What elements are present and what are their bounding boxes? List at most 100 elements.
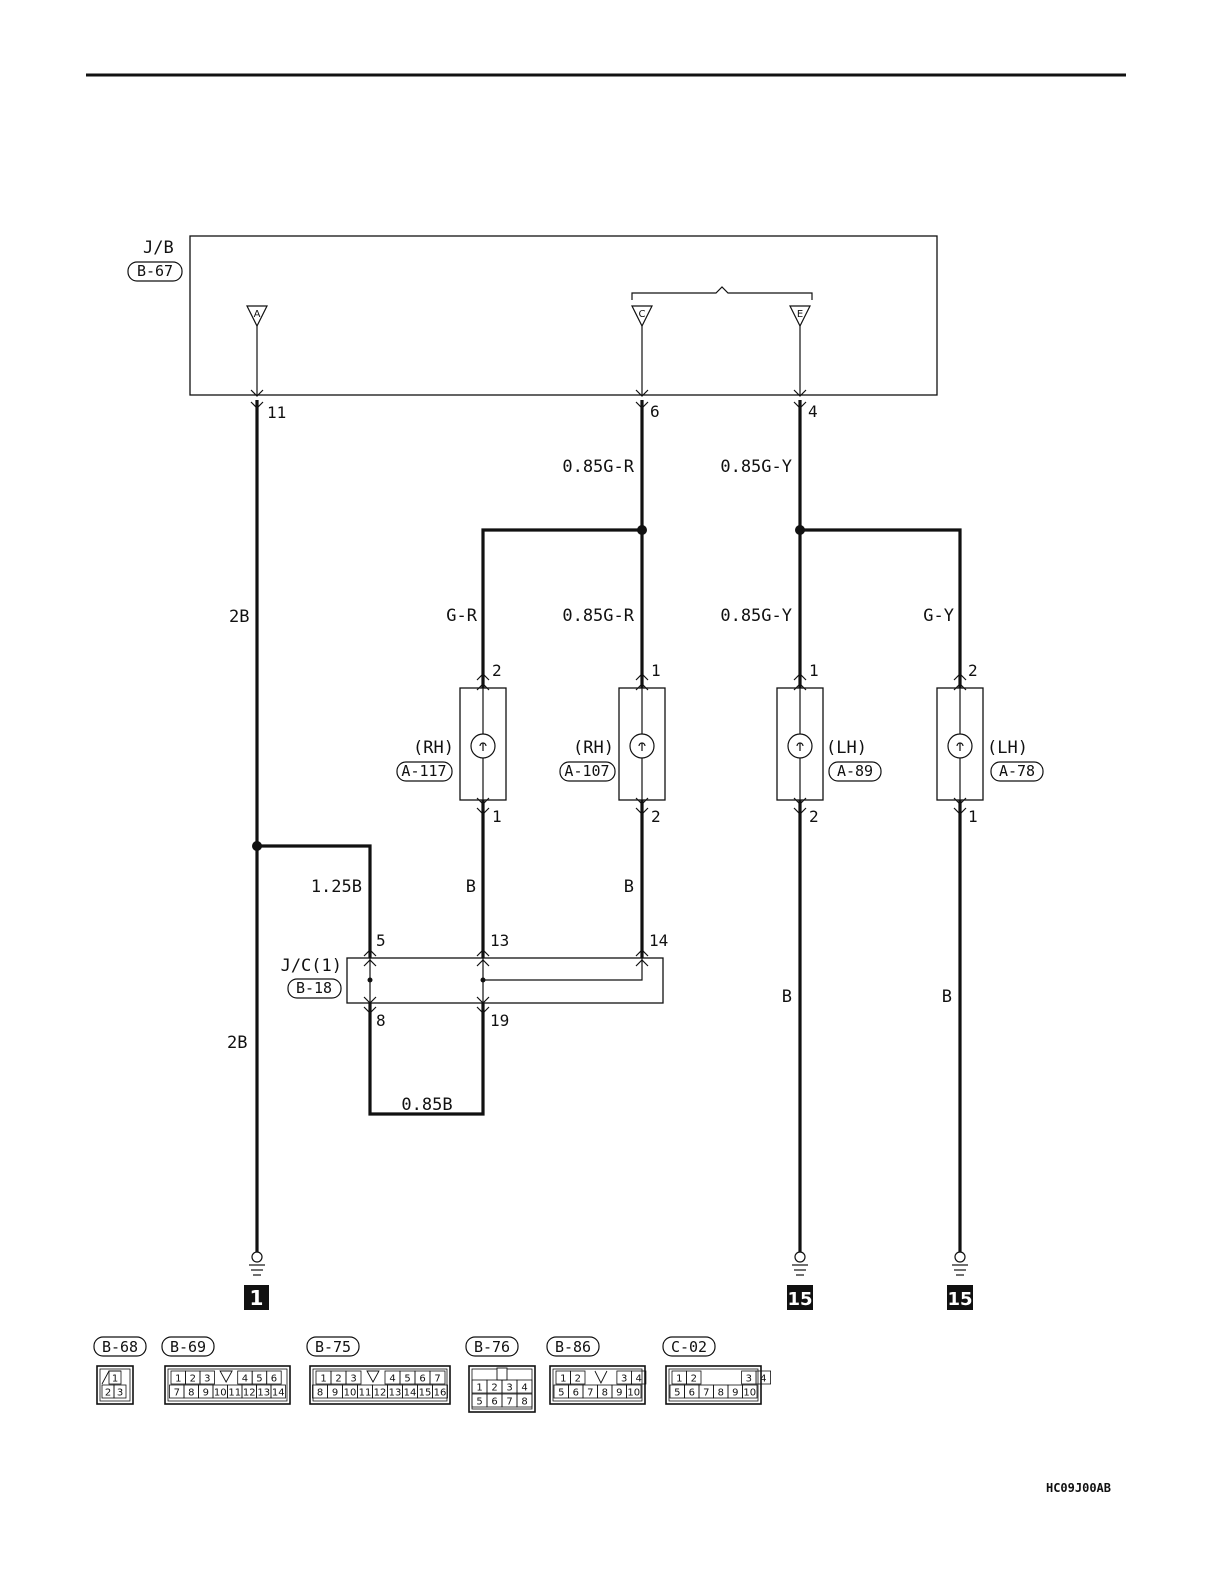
legend-pin: 2	[491, 1383, 497, 1394]
splice-gr	[637, 525, 647, 535]
wire-label-2b-upper: 2B	[229, 607, 249, 627]
legend-pin: 4	[521, 1383, 527, 1394]
joint-connector-outline	[346, 957, 664, 1004]
wire-label-gy-branch: G-Y	[923, 606, 954, 626]
jb-pin-4: 4	[808, 402, 818, 421]
legend-pin: 12	[243, 1388, 256, 1399]
legend-pin: 9	[332, 1388, 338, 1399]
legend-code: B-76	[474, 1338, 510, 1356]
ground-15-b-badge	[947, 1285, 973, 1310]
ground-15-a-number: 15	[787, 1289, 812, 1310]
legend-pin: 8	[188, 1388, 194, 1399]
wire-label-0-85b: 0.85B	[401, 1095, 452, 1115]
junction-block-connector-badge	[127, 261, 183, 282]
legend-pin: 1	[320, 1374, 326, 1385]
wire-g-r	[481, 528, 642, 688]
legend-pin: 5	[476, 1397, 482, 1408]
lamp-a89-pin-top: 1	[809, 661, 819, 680]
lamp-a78-connector: A-78	[999, 762, 1035, 780]
lamp-a117-pin-top: 2	[492, 661, 502, 680]
lamp-a78-pin-top: 2	[968, 661, 978, 680]
legend-pin: 13	[257, 1388, 270, 1399]
jb-pin-11: 11	[267, 403, 286, 422]
terminal-e: E	[789, 305, 811, 328]
wires	[252, 400, 962, 1252]
lamp-a107-pin-top: 1	[651, 661, 661, 680]
legend-pin: 1	[676, 1374, 682, 1385]
legend-pin: 10	[743, 1388, 756, 1399]
wire-label-1-25b: 1.25B	[311, 877, 362, 897]
legend-pin: 10	[214, 1388, 227, 1399]
legend-pin: 2	[190, 1374, 196, 1385]
lamp-a117-connector: A-117	[401, 762, 446, 780]
terminal-a-label: A	[254, 309, 261, 320]
joint-connector-name: J/C(1)	[281, 956, 342, 976]
legend-pin: 16	[434, 1388, 447, 1399]
wire-label-b-a107: B	[624, 877, 634, 897]
legend-pin: 14	[272, 1388, 285, 1399]
ground-15-b-number: 15	[947, 1289, 972, 1310]
legend-pin: 3	[350, 1374, 356, 1385]
legend-pin: 3	[117, 1388, 123, 1399]
legend-pin: 11	[359, 1388, 372, 1399]
wire-label-gr-mid: 0.85G-R	[562, 606, 634, 626]
legend-pin: 12	[374, 1388, 387, 1399]
legend-pin: 6	[271, 1374, 277, 1385]
jc-pin-8: 8	[376, 1011, 386, 1030]
legend-pin: 8	[317, 1388, 323, 1399]
legend-pin: 2	[691, 1374, 697, 1385]
ground-1: 1	[244, 1251, 269, 1310]
ground-1-number: 1	[250, 1286, 264, 1310]
legend-pin: 5	[558, 1388, 564, 1399]
lamp-a78-pin-bottom: 1	[968, 807, 978, 826]
wire-label-gy-main: 0.85G-Y	[720, 457, 792, 477]
splice-2b	[252, 841, 262, 851]
legend-pin: 13	[389, 1388, 402, 1399]
jc-pin-19: 19	[490, 1011, 509, 1030]
legend-pin: 7	[174, 1388, 180, 1399]
legend-pin: 9	[616, 1388, 622, 1399]
legend-pin: 2	[335, 1374, 341, 1385]
legend-code: C-02	[671, 1338, 707, 1356]
joint-connector: J/C(1) B-18 5 13 14 8 19	[281, 931, 669, 1030]
legend-pin: 1	[112, 1374, 118, 1385]
wire-label-b-a78: B	[942, 987, 952, 1007]
wire-g-y	[800, 528, 962, 688]
lamp-a107: 1 2 (RH) A-107	[559, 661, 666, 826]
junction-block-connector-code: B-67	[137, 262, 173, 280]
legend-pin: 8	[718, 1388, 724, 1399]
legend-pin: 5	[404, 1374, 410, 1385]
wire-0-85b	[368, 1003, 485, 1116]
legend-pin: 9	[203, 1388, 209, 1399]
legend-pin: 7	[506, 1397, 512, 1408]
legend-pin: 6	[491, 1397, 497, 1408]
legend-pin: 7	[434, 1374, 440, 1385]
wire-label-gr-branch: G-R	[446, 606, 477, 626]
legend-pin: 4	[760, 1374, 766, 1385]
terminal-c: C	[631, 305, 653, 328]
legend-code: B-86	[555, 1338, 591, 1356]
lamp-a117-side: (RH)	[413, 738, 454, 758]
legend-pin: 2	[105, 1388, 111, 1399]
legend-pin: 1	[175, 1374, 181, 1385]
lamp-a89-pin-bottom: 2	[809, 807, 819, 826]
lamp-a89-connector: A-89	[837, 762, 873, 780]
terminal-a: A	[246, 305, 268, 328]
lamp-a107-pin-bottom: 2	[651, 807, 661, 826]
legend-pin: 11	[228, 1388, 241, 1399]
figure-id: HC09J00AB	[1046, 1481, 1111, 1495]
lamp-a117: 2 1 (RH) A-117	[396, 661, 507, 826]
lamp-a107-side: (RH)	[573, 738, 614, 758]
jc-pin-14: 14	[649, 931, 668, 950]
ground-15-b: 15	[947, 1251, 973, 1310]
legend-pin: 6	[573, 1388, 579, 1399]
splice-gy	[795, 525, 805, 535]
legend-pin: 2	[575, 1374, 581, 1385]
